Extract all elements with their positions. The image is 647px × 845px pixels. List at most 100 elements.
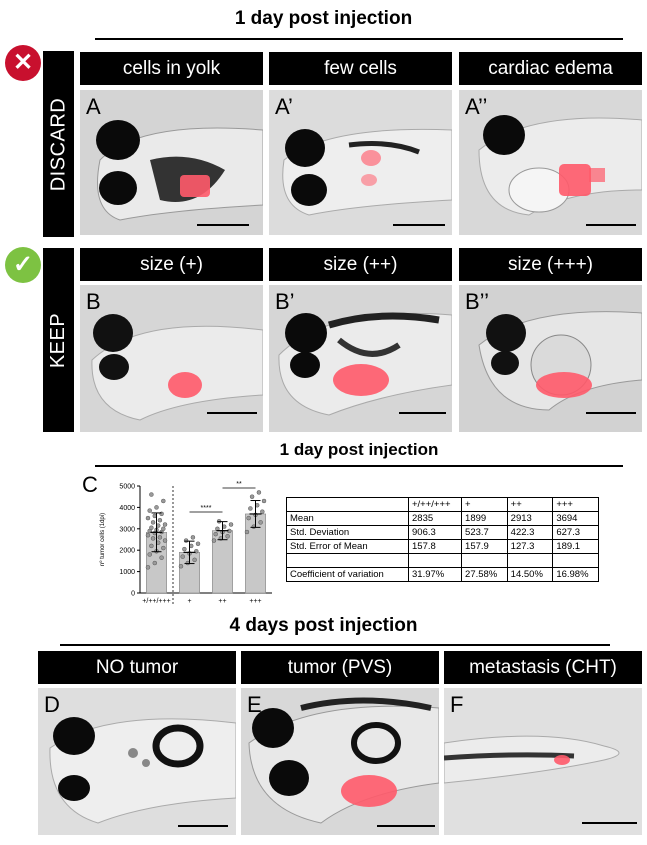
y-tick-label: 1000 xyxy=(119,569,135,576)
header-top: 1 day post injection xyxy=(234,8,413,29)
panel-image-a-double-prime: A’’ xyxy=(459,90,642,235)
data-point xyxy=(157,517,163,523)
data-point xyxy=(195,541,201,547)
x-tick-label: +/++/+++ xyxy=(142,598,170,605)
stats-cell: 422.3 xyxy=(506,525,554,540)
stats-cell xyxy=(286,553,409,568)
data-point xyxy=(162,538,168,543)
data-point xyxy=(161,498,166,504)
panel-title-no-tumor: NO tumor xyxy=(38,651,236,684)
data-point xyxy=(211,538,217,543)
row-label-discard: DISCARD xyxy=(43,51,74,237)
stats-cell xyxy=(506,553,554,568)
panel-image-e: E xyxy=(241,688,439,835)
stats-cell: Std. Deviation xyxy=(286,525,409,540)
panel-title-few-cells: few cells xyxy=(269,52,452,85)
panel-letter-e: E xyxy=(247,692,262,717)
zebrafish-size-plus-plus-plus-image xyxy=(459,285,642,432)
data-point xyxy=(244,529,250,535)
data-point xyxy=(178,564,184,569)
row-label-keep: KEEP xyxy=(43,248,74,432)
panel-letter-b-double-prime: B’’ xyxy=(465,289,490,314)
stats-row xyxy=(286,553,599,568)
stats-cell: 16.98% xyxy=(552,567,599,582)
stats-cell: 127.3 xyxy=(506,539,554,554)
scale-bar-b-prime xyxy=(399,412,446,414)
data-point xyxy=(261,498,267,504)
x-tick-label: ++ xyxy=(218,598,226,605)
data-point xyxy=(260,509,265,514)
stats-cell xyxy=(286,497,409,512)
data-point xyxy=(180,554,185,559)
zebrafish-size-plus-plus-image xyxy=(269,285,452,432)
zebrafish-tumor-pvs-image xyxy=(241,688,439,835)
data-point xyxy=(152,560,158,566)
scale-bar-a-prime xyxy=(393,224,445,226)
data-point xyxy=(149,525,154,530)
header-middle-rule xyxy=(95,465,623,467)
header-middle: 1 day post injection xyxy=(279,440,439,459)
data-point xyxy=(150,520,156,525)
stats-cell: 1899 xyxy=(461,511,508,526)
stats-cell: 906.3 xyxy=(407,525,463,540)
data-point xyxy=(161,545,166,551)
panel-image-b-double-prime: B’’ xyxy=(459,285,642,432)
panel-letter-a-prime: A’ xyxy=(275,94,293,119)
panel-image-b-prime: B’ xyxy=(269,285,452,432)
data-point xyxy=(258,520,263,525)
y-tick-label: 3000 xyxy=(119,526,135,533)
y-tick-label: 2000 xyxy=(119,548,135,555)
data-point xyxy=(225,534,230,539)
stats-cell: ++ xyxy=(506,497,554,512)
data-point xyxy=(162,522,168,527)
data-point xyxy=(249,494,255,499)
data-point xyxy=(248,506,253,511)
data-point xyxy=(159,555,164,560)
header-top-rule xyxy=(95,38,623,40)
stats-cell: 189.1 xyxy=(552,539,599,554)
scale-bar-d xyxy=(178,825,228,827)
stats-cell: + xyxy=(461,497,508,512)
data-point xyxy=(182,546,187,552)
panel-image-d: D xyxy=(38,688,236,835)
panel-title-size-plus-plus: size (++) xyxy=(269,248,452,281)
header-bottom-rule xyxy=(60,644,610,646)
stats-cell: 157.9 xyxy=(461,539,508,554)
data-point xyxy=(149,543,154,549)
stats-cell: 31.97% xyxy=(407,567,463,582)
stats-header-row: +/++/+++++++++ xyxy=(286,497,599,512)
y-tick-label: 4000 xyxy=(119,505,135,512)
data-point xyxy=(192,557,197,563)
stats-cell: 3694 xyxy=(552,511,599,526)
data-point xyxy=(147,508,152,513)
y-tick-label: 5000 xyxy=(119,484,135,491)
y-axis-label: nº tumor cells (1dpi) xyxy=(99,513,106,566)
data-point xyxy=(159,511,164,517)
panel-letter-b: B xyxy=(86,289,101,314)
data-point xyxy=(256,490,262,495)
panel-title-cells-in-yolk: cells in yolk xyxy=(80,52,263,85)
stats-cell: Mean xyxy=(286,511,409,526)
scale-bar-e xyxy=(377,825,435,827)
discard-x-icon: ✕ xyxy=(5,45,41,81)
panel-title-metastasis-cht: metastasis (CHT) xyxy=(444,651,642,684)
zebrafish-cardiac-edema-image xyxy=(459,90,642,235)
zebrafish-no-tumor-image xyxy=(38,688,236,835)
panel-title-tumor-pvs: tumor (PVS) xyxy=(241,651,439,684)
data-point xyxy=(147,552,152,557)
panel-title-cardiac-edema: cardiac edema xyxy=(459,52,642,85)
panel-letter-d: D xyxy=(44,692,60,717)
stats-cell: +/++/+++ xyxy=(407,497,463,512)
stats-cell xyxy=(552,553,599,568)
zebrafish-few-cells-image xyxy=(269,90,452,235)
stats-cell: 157.8 xyxy=(407,539,463,554)
stats-cell: 523.7 xyxy=(461,525,508,540)
stats-cell: +++ xyxy=(552,497,599,512)
stats-cell: 627.3 xyxy=(552,525,599,540)
data-point xyxy=(246,515,251,521)
zebrafish-metastasis-cht-image xyxy=(444,688,642,835)
data-point xyxy=(213,531,218,537)
